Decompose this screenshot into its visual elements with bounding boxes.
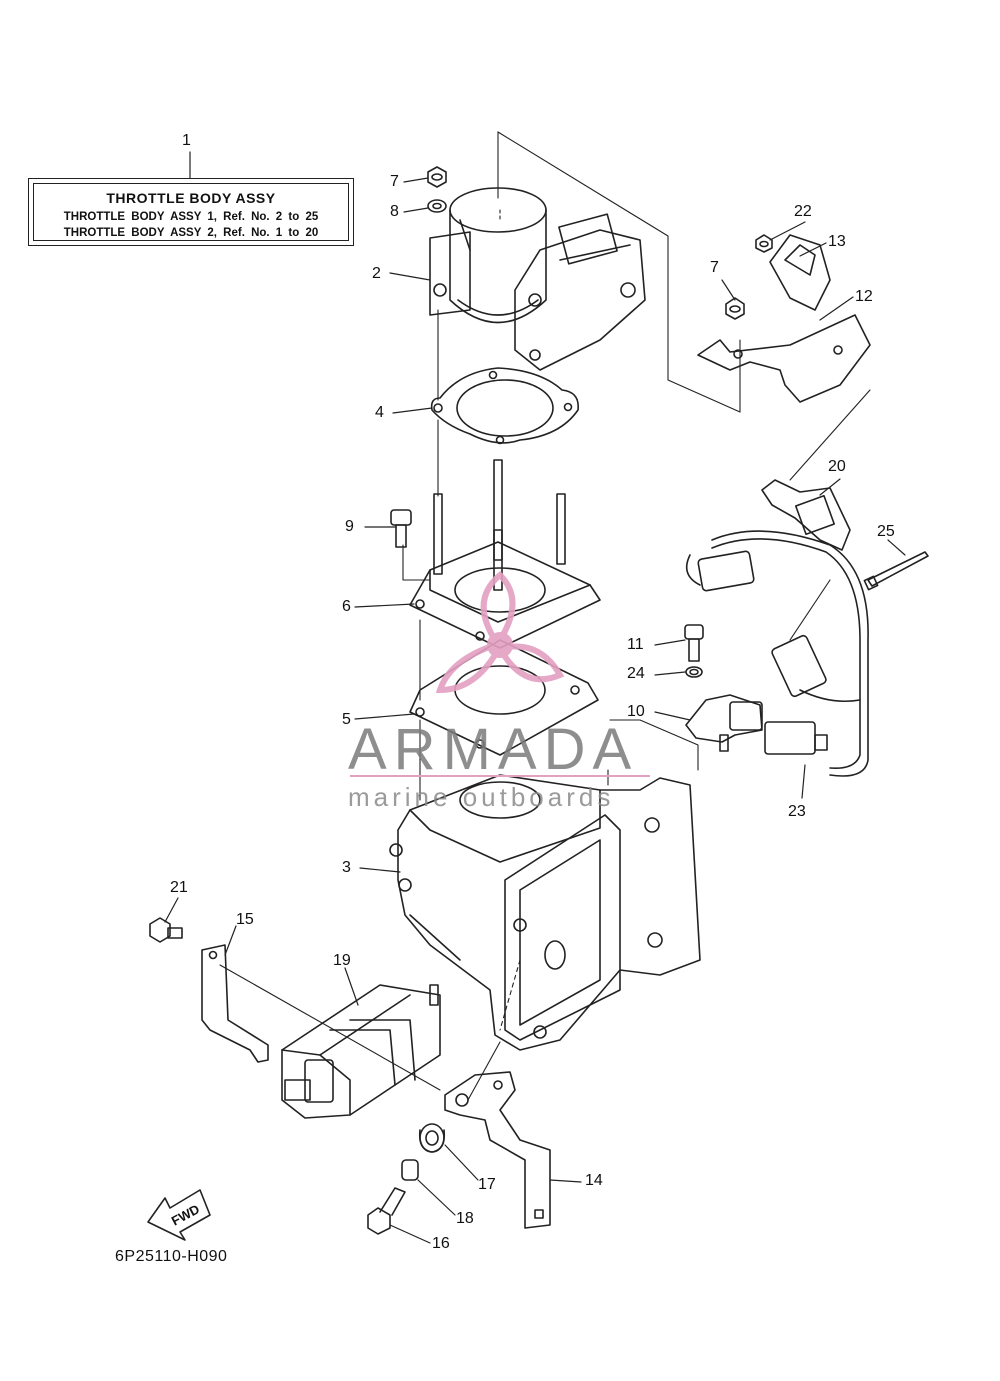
callout-7: 7: [390, 173, 399, 190]
leader-lines: [164, 151, 906, 1244]
callout-12: 12: [855, 288, 873, 305]
callout-3: 3: [342, 859, 351, 876]
callout-4: 4: [375, 404, 384, 421]
callout-5: 5: [342, 711, 351, 728]
canister-19-part: [281, 984, 441, 1119]
callout-15: 15: [236, 911, 254, 928]
callout-1: 1: [182, 132, 191, 149]
bolt-21-part: [149, 917, 183, 943]
legend-title: THROTTLE BODY ASSY: [106, 190, 276, 206]
sensor-20-part: [761, 479, 851, 551]
callout-14: 14: [585, 1172, 603, 1189]
callout-17: 17: [478, 1176, 496, 1193]
bolt-16-part: [367, 1187, 406, 1235]
diagram-code: 6P25110-H090: [115, 1248, 228, 1265]
callout-21: 21: [170, 879, 188, 896]
callout-20: 20: [828, 458, 846, 475]
washer-part: [427, 199, 447, 213]
callout-24: 24: [627, 665, 645, 682]
callout-11: 11: [627, 636, 644, 653]
callout-25: 25: [877, 523, 895, 540]
callout-2: 2: [372, 265, 381, 282]
callout-19: 19: [333, 952, 351, 969]
sensor-10-part: [685, 694, 763, 752]
watermark-brand: ARMADA: [348, 717, 639, 782]
throttle-body-part: [429, 187, 646, 371]
callout-23: 23: [788, 803, 806, 820]
nut-part: [427, 166, 447, 188]
legend-line-1: THROTTLE BODY ASSY 1, Ref. No. 2 to 25: [63, 211, 319, 223]
cable-tie-part: [863, 551, 929, 591]
bracket-14-part: [444, 1071, 551, 1229]
parts-legend: THROTTLE BODY ASSY THROTTLE BODY ASSY 1,…: [28, 178, 354, 246]
alignment-lines: [219, 131, 871, 1101]
cap-13-part: [769, 234, 831, 311]
bolt-11-part: [684, 624, 704, 662]
watermark-tagline: marine outboards: [348, 782, 615, 812]
grommet-17-part: [418, 1123, 446, 1153]
nut-second-part: [725, 297, 745, 320]
bracket-12-part: [697, 314, 871, 403]
legend-line-2: THROTTLE BODY ASSY 2, Ref. No. 1 to 20: [63, 227, 319, 239]
collar-18-part: [401, 1159, 419, 1181]
callout-22: 22: [794, 203, 812, 220]
callout-13: 13: [828, 233, 846, 250]
bolt-part: [390, 509, 412, 548]
watermark-divider: [350, 775, 650, 777]
callout-18: 18: [456, 1210, 474, 1227]
gasket-upper-part: [430, 367, 579, 445]
callout-10: 10: [627, 703, 645, 720]
stud-bolts-part: [433, 459, 566, 591]
fwd-arrow-icon: [147, 1189, 211, 1241]
legend-frame: THROTTLE BODY ASSY THROTTLE BODY ASSY 1,…: [33, 183, 349, 241]
wire-harness-part: [685, 530, 869, 777]
callout-7-second: 7: [710, 259, 719, 276]
callout-9: 9: [345, 518, 354, 535]
callout-8: 8: [390, 203, 399, 220]
callout-16: 16: [432, 1235, 450, 1252]
callout-6: 6: [342, 598, 351, 615]
propeller-icon: [435, 570, 565, 694]
nut-22-part: [755, 234, 773, 253]
intake-manifold-part: [389, 774, 701, 1051]
washer-24-part: [685, 666, 703, 678]
bracket-15-part: [201, 944, 269, 1063]
